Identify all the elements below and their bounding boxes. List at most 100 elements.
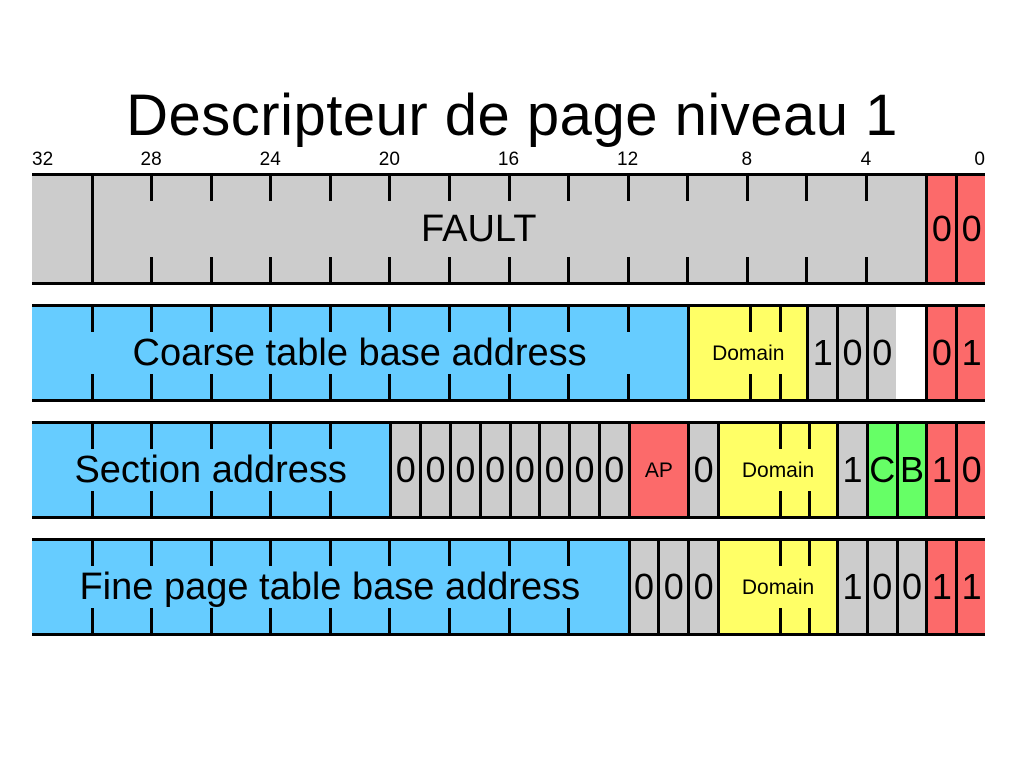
bit-tick	[269, 608, 273, 633]
bit-tick	[90, 307, 94, 332]
bit-tick	[209, 307, 213, 332]
bit-field-section-descriptor-0: 0	[568, 424, 598, 516]
bit-field-fine-page-table-descriptor-1: 1	[955, 541, 985, 633]
bit-tick	[90, 491, 94, 516]
ruler-label-24: 24	[259, 149, 281, 170]
ruler-label-16: 16	[497, 149, 520, 170]
bit-tick	[328, 491, 332, 516]
bit-tick	[150, 608, 154, 633]
bit-tick	[388, 608, 392, 633]
bit-tick	[567, 608, 571, 633]
bit-field-label: 1	[812, 332, 833, 373]
bit-field-section-descriptor-1: 1	[925, 424, 956, 516]
bit-field-label: 0	[872, 566, 893, 607]
bit-field-label: 0	[514, 449, 535, 490]
bit-tick	[507, 176, 511, 201]
bit-tick	[150, 541, 154, 566]
bit-field-label: 0	[842, 332, 863, 373]
bit-tick	[209, 257, 213, 282]
bit-tick	[745, 176, 749, 201]
bit-tick	[507, 608, 511, 633]
ruler-label-20: 20	[378, 149, 400, 170]
bit-field-section-descriptor-0: 0	[508, 424, 539, 516]
bit-field-label: 0	[574, 449, 595, 490]
bit-tick	[209, 176, 213, 201]
bit-field-coarse-page-table-descriptor-1: 1	[955, 307, 985, 399]
bit-tick	[507, 374, 511, 399]
bit-field-label: 0	[604, 449, 625, 490]
bit-field-section-descriptor-0: 0	[687, 424, 717, 516]
bit-tick	[209, 491, 213, 516]
bit-tick	[90, 424, 94, 449]
bit-tick	[150, 176, 154, 201]
bit-field-fine-page-table-descriptor-0: 0	[895, 541, 926, 633]
bit-tick	[686, 257, 690, 282]
bit-field-label: 0	[455, 449, 476, 490]
bit-tick	[808, 608, 812, 633]
bit-tick	[328, 541, 332, 566]
bit-tick	[388, 257, 392, 282]
bit-tick	[150, 307, 154, 332]
bit-field-fine-page-table-descriptor-0: 0	[627, 541, 658, 633]
bit-field-label: 1	[842, 566, 863, 607]
bit-tick	[447, 307, 451, 332]
ruler-label-32: 32	[32, 149, 54, 170]
bit-field-label: Domain	[741, 458, 815, 482]
bit-field-coarse-page-table-descriptor-domain: Domain	[687, 307, 807, 399]
bit-tick	[328, 608, 332, 633]
bit-tick	[626, 176, 630, 201]
bit-field-section-descriptor-b: B	[895, 424, 926, 516]
bit-field-fine-page-table-descriptor-1: 1	[836, 541, 866, 633]
bit-field-label: 1	[842, 449, 863, 490]
bit-field-label: 0	[485, 449, 506, 490]
bit-field-label: Fine page table base address	[79, 566, 581, 608]
bit-field-fault-descriptor-0: 0	[925, 176, 956, 282]
bit-field-label: C	[869, 449, 896, 490]
bit-tick	[567, 307, 571, 332]
bit-tick	[90, 541, 94, 566]
bit-tick	[328, 307, 332, 332]
bit-tick	[388, 541, 392, 566]
bit-field-section-descriptor-0: 0	[597, 424, 628, 516]
bit-field-coarse-page-table-descriptor-0: 0	[865, 307, 896, 399]
bit-field-label: AP	[644, 458, 673, 482]
bit-field-section-descriptor-1: 1	[836, 424, 866, 516]
bit-field-label: FAULT	[421, 208, 537, 250]
bit-field-label: 1	[961, 332, 982, 373]
bit-field-label: 0	[425, 449, 446, 490]
bit-tick	[778, 374, 782, 399]
bit-tick	[328, 374, 332, 399]
bit-field-section-descriptor-ap: AP	[627, 424, 688, 516]
bit-tick	[808, 424, 812, 449]
bit-field-label: 1	[961, 566, 982, 607]
bit-tick	[567, 541, 571, 566]
bit-tick	[805, 257, 809, 282]
bit-tick	[778, 541, 782, 566]
bit-tick	[269, 424, 273, 449]
bit-tick	[269, 307, 273, 332]
bit-tick	[778, 491, 782, 516]
bit-tick	[567, 374, 571, 399]
bit-field-fine-page-table-descriptor-0: 0	[865, 541, 896, 633]
bit-field-section-descriptor-0: 0	[419, 424, 449, 516]
bit-tick	[388, 374, 392, 399]
bit-field-coarse-page-table-descriptor-0: 0	[925, 307, 956, 399]
bit-tick	[626, 307, 630, 332]
bit-tick	[328, 176, 332, 201]
bit-tick	[808, 541, 812, 566]
bit-field-label: Coarse table base address	[132, 332, 587, 374]
bit-tick	[269, 176, 273, 201]
bit-tick	[626, 374, 630, 399]
bit-field-label: 0	[395, 449, 416, 490]
bit-tick	[748, 307, 752, 332]
bit-field-coarse-page-table-descriptor-0: 0	[836, 307, 866, 399]
bit-tick	[778, 307, 782, 332]
bit-tick	[745, 257, 749, 282]
bit-tick	[748, 374, 752, 399]
bit-field-section-descriptor-0: 0	[538, 424, 569, 516]
bit-field-label: 0	[961, 449, 982, 490]
bit-tick	[90, 608, 94, 633]
